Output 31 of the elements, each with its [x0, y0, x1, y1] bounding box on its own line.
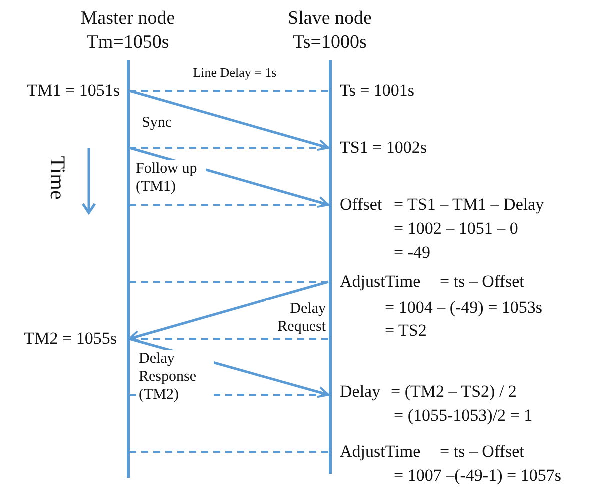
- annotation-text: TM2 = 1055s: [24, 329, 117, 349]
- annotation-text: = -49: [394, 243, 430, 263]
- annotation-text: = ts – Offset: [440, 442, 524, 462]
- annotation-text: TS1 = 1002s: [340, 138, 428, 158]
- edge-label: Delay Response (TM2): [139, 350, 214, 404]
- annotation-text: = (TM2 – TS2) / 2: [391, 382, 517, 402]
- dashed-line: [130, 281, 328, 283]
- annotation-text: Delay: [340, 382, 381, 402]
- dashed-line: [130, 451, 328, 453]
- annotation-text: Ts = 1001s: [340, 81, 415, 101]
- annotation-text: = ts – Offset: [440, 272, 524, 292]
- lifeline-header: Ts=1000s: [293, 32, 367, 54]
- lifeline-header: Tm=1050s: [86, 32, 170, 54]
- annotation-text: = TS1 – TM1 – Delay: [394, 195, 544, 215]
- annotation-text: = 1004 – (-49) = 1053s: [385, 298, 543, 318]
- edge-label: Delay Request: [266, 300, 326, 336]
- message-arrow: [128, 280, 329, 342]
- annotation-text: = 1007 –(-49-1) = 1057s: [394, 466, 562, 486]
- dashed-line: [130, 90, 328, 92]
- annotation-text: = (1055-1053)/2 = 1: [394, 406, 533, 426]
- annotation-text: TM1 = 1051s: [27, 81, 120, 101]
- annotation-text: AdjustTime: [340, 272, 421, 292]
- lifeline-header: Slave node: [288, 8, 372, 30]
- annotation-text: = 1002 – 1051 – 0: [394, 219, 518, 239]
- lifeline-header: Master node: [80, 8, 176, 30]
- message-arrow: [129, 90, 330, 152]
- annotation-text: AdjustTime: [340, 442, 421, 462]
- axis-label: Time: [48, 156, 68, 200]
- edge-label: Follow up (TM1): [136, 160, 206, 196]
- annotation-text: Offset: [340, 195, 382, 215]
- annotation-text: = TS2: [385, 321, 427, 341]
